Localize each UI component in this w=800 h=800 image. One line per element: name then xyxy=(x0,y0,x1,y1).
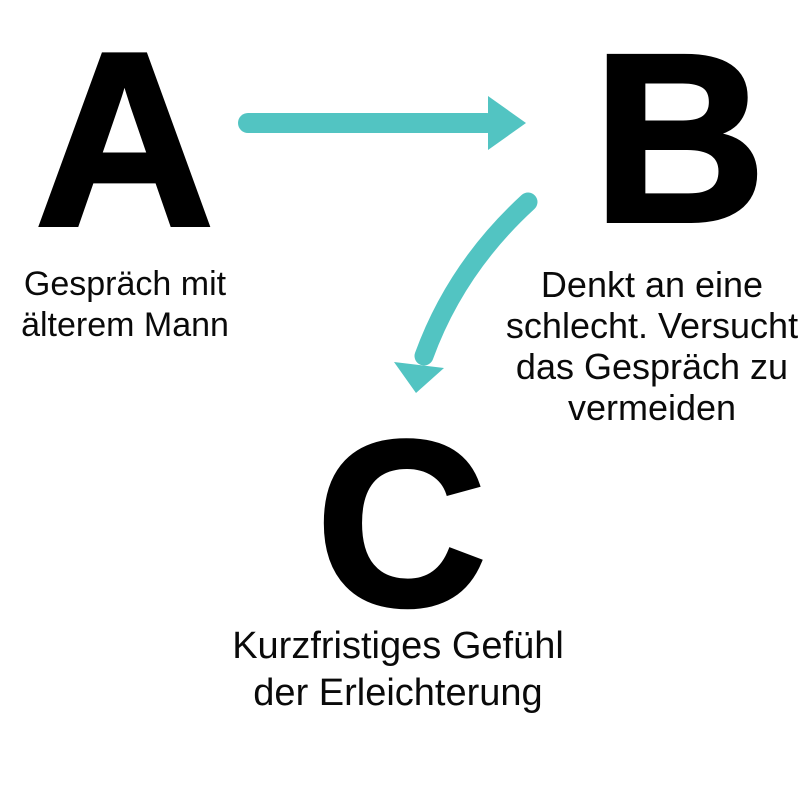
caption-line: Denkt an eine xyxy=(540,264,764,305)
caption-line: älterem Mann xyxy=(21,306,229,344)
node-c-letter: C xyxy=(314,392,488,656)
node-b-caption: Denkt an eine schlecht. Versucht das Ges… xyxy=(482,264,800,428)
node-b-letter: B xyxy=(591,4,768,272)
caption-line: vermeiden xyxy=(567,387,737,428)
arrow-b-to-c-head xyxy=(394,362,444,393)
caption-line: Gespräch mit xyxy=(23,265,227,303)
caption-line: Kurzfristiges Gefühl xyxy=(232,625,564,667)
arrow-a-to-b-head xyxy=(488,96,526,150)
node-a-caption: Gespräch mit älterem Mann xyxy=(0,264,250,346)
caption-line: der Erleichterung xyxy=(253,672,543,714)
caption-line: schlecht. Versucht xyxy=(505,305,799,346)
node-c-caption: Kurzfristiges Gefühl der Erleichterung xyxy=(218,623,578,717)
node-a-letter: A xyxy=(33,0,216,278)
caption-line: das Gespräch zu xyxy=(515,346,789,387)
arrow-a-to-b-icon xyxy=(238,96,526,150)
